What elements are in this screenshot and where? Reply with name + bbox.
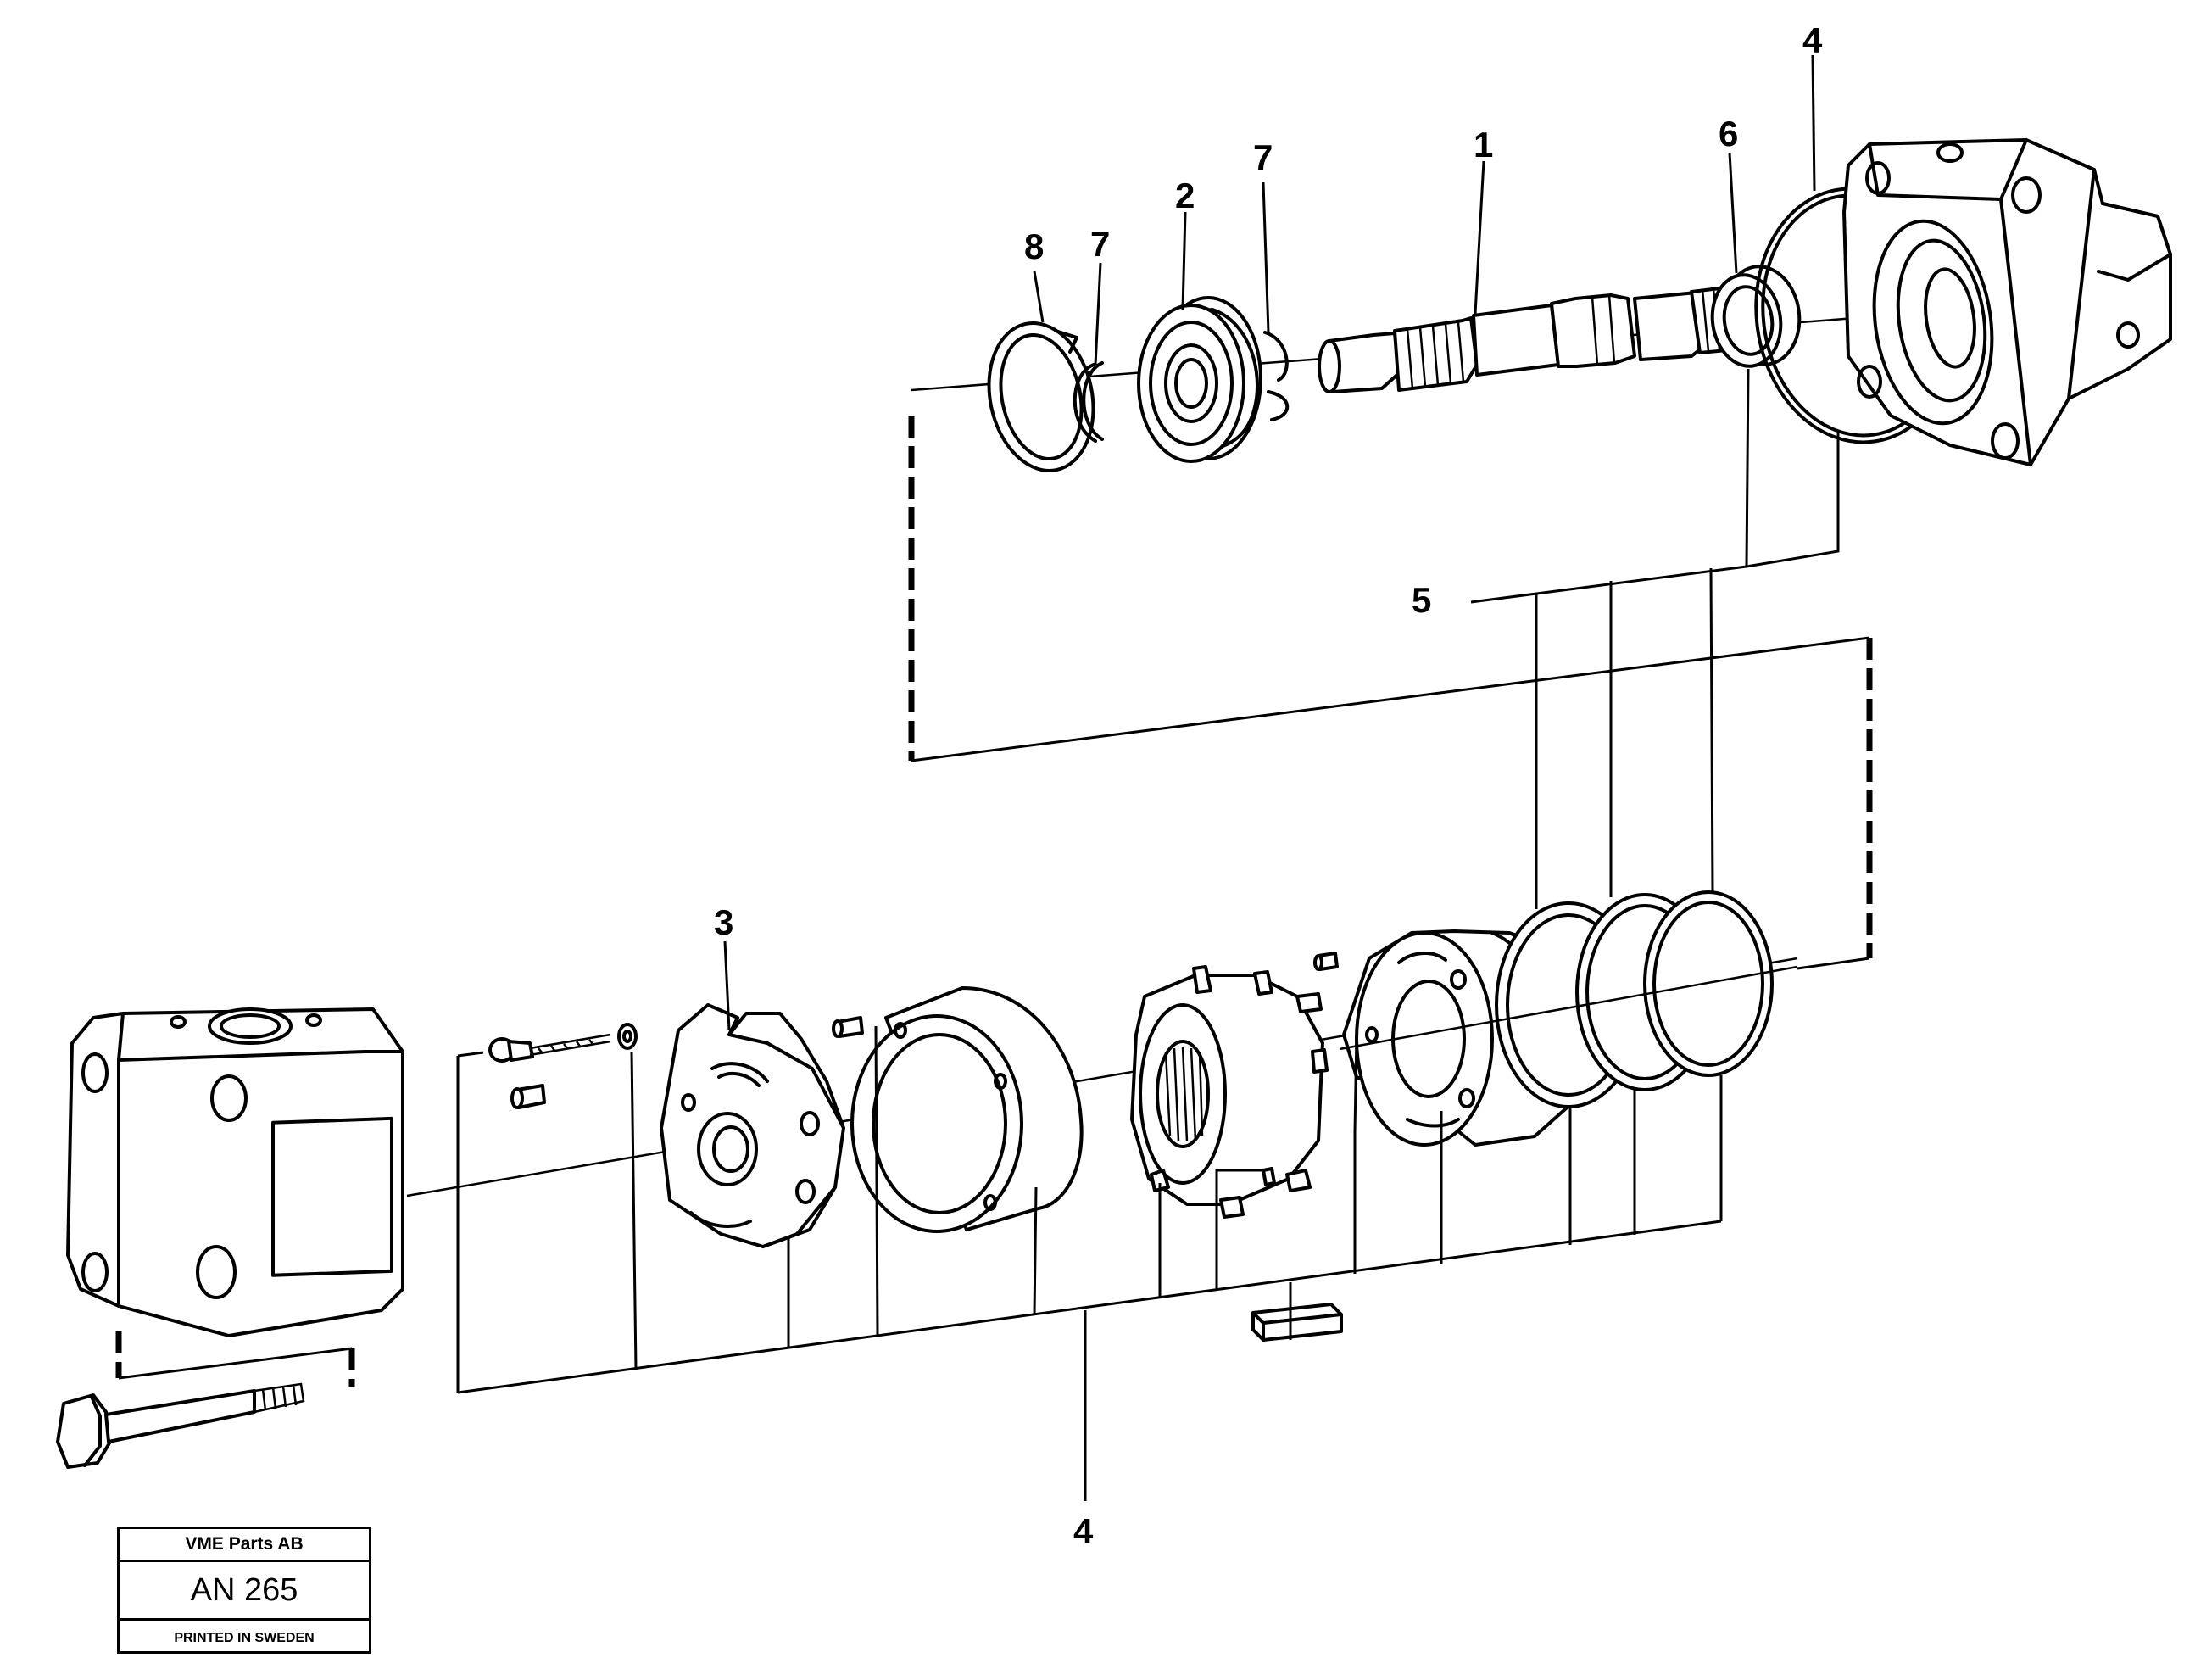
publisher-stamp: VME Parts AB AN 265 PRINTED IN SWEDEN xyxy=(117,1527,371,1654)
callout-1: 1 xyxy=(1474,125,1493,165)
stamp-code: AN 265 xyxy=(120,1562,369,1621)
bearing-part-2 xyxy=(1137,296,1262,463)
callout-2: 2 xyxy=(1175,176,1195,215)
callout-6: 6 xyxy=(1719,114,1738,153)
pump-housing-top xyxy=(1842,138,2172,466)
screw-small xyxy=(488,1033,611,1063)
rotor xyxy=(1130,965,1329,1219)
dowel-pin-left xyxy=(510,1084,546,1109)
washer-small xyxy=(617,1023,638,1050)
leader-lines xyxy=(456,54,1840,1501)
dowel-pin-ring xyxy=(832,1016,864,1038)
callout-4-top: 4 xyxy=(1802,20,1823,60)
vane-block xyxy=(1251,1303,1343,1342)
callout-8: 8 xyxy=(1024,226,1044,266)
dashed-bolt-connector xyxy=(115,1331,355,1387)
snap-ring-part-7-right xyxy=(1263,331,1290,421)
callout-7-right: 7 xyxy=(1253,137,1273,177)
dashed-assembly-connector xyxy=(908,416,1873,970)
dowel-pin-right xyxy=(1313,952,1339,971)
pump-housing-bottom xyxy=(66,1007,404,1337)
stamp-printed: PRINTED IN SWEDEN xyxy=(174,1631,315,1645)
pin-below-rotor xyxy=(1262,1167,1276,1186)
bolt-long xyxy=(56,1382,305,1469)
callout-7-left: 7 xyxy=(1090,224,1110,264)
cam-ring xyxy=(850,986,1084,1233)
bottom-axis-overlay xyxy=(1339,965,1798,1051)
callout-3: 3 xyxy=(714,902,733,942)
shaft-part-1 xyxy=(1318,285,1750,393)
stamp-company: VME Parts AB xyxy=(120,1529,369,1562)
snap-ring-part-7-left xyxy=(1073,361,1104,443)
circlip-part-8 xyxy=(987,321,1095,472)
callout-5: 5 xyxy=(1412,580,1431,620)
port-plate-part-3 xyxy=(660,1003,845,1248)
callout-4-bottom: 4 xyxy=(1073,1511,1094,1551)
